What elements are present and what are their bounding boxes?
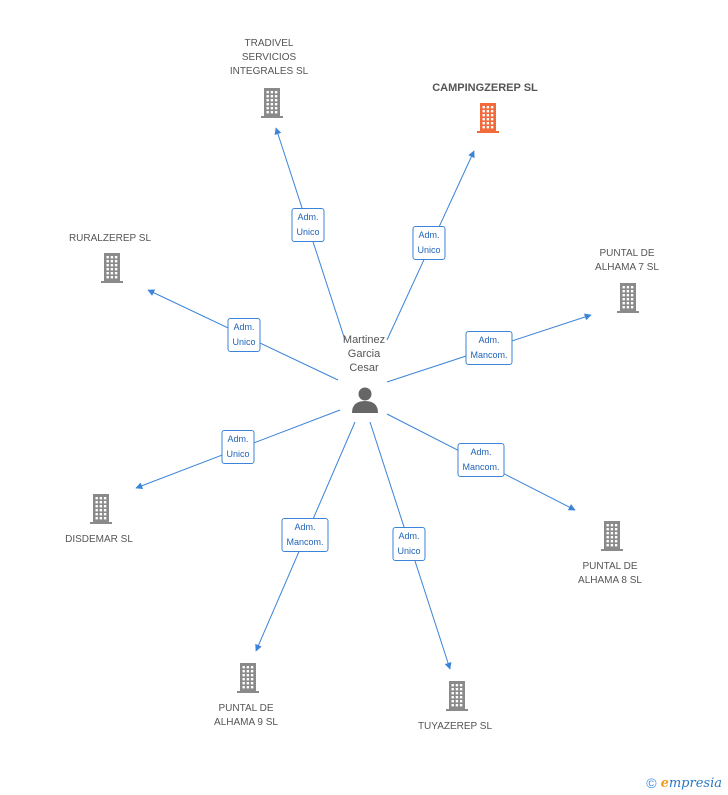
- building-icon[interactable]: [601, 521, 623, 551]
- role-badge-campingzerep: Adm. Unico: [412, 226, 446, 260]
- icons: [90, 88, 639, 711]
- role-badge-disdemar: Adm. Unico: [221, 430, 255, 464]
- company-label-tradivel[interactable]: TRADIVEL SERVICIOS INTEGRALES SL: [229, 38, 309, 77]
- company-label-puntal7[interactable]: PUNTAL DE ALHAMA 7 SL: [595, 248, 659, 273]
- company-label-tuyazerep[interactable]: TUYAZEREP SL: [417, 721, 493, 732]
- role-badge-puntal7: Adm. Mancom.: [465, 331, 513, 365]
- company-label-puntal9[interactable]: PUNTAL DE ALHAMA 9 SL: [214, 703, 278, 728]
- role-badge-puntal8: Adm. Mancom.: [457, 443, 505, 477]
- role-badge-ruralzerep: Adm. Unico: [227, 318, 261, 352]
- person-name[interactable]: Martinez Garcia Cesar: [342, 334, 386, 374]
- building-icon[interactable]: [261, 88, 283, 118]
- footer-brand: © empresia: [646, 775, 722, 791]
- building-icon[interactable]: [237, 663, 259, 693]
- role-badge-tuyazerep: Adm. Unico: [392, 527, 426, 561]
- building-icon[interactable]: [617, 283, 639, 313]
- person-icon[interactable]: [352, 387, 378, 414]
- company-label-campingzerep[interactable]: CAMPINGZEREP SL: [432, 82, 538, 94]
- brand-logo: empresia: [660, 775, 722, 791]
- building-icon[interactable]: [90, 494, 112, 524]
- role-badge-puntal9: Adm. Mancom.: [281, 518, 329, 552]
- building-icon[interactable]: [101, 253, 123, 283]
- copyright-icon: ©: [646, 775, 657, 791]
- company-label-puntal8[interactable]: PUNTAL DE ALHAMA 8 SL: [578, 561, 642, 586]
- building-icon[interactable]: [477, 103, 499, 133]
- building-icon[interactable]: [446, 681, 468, 711]
- company-label-disdemar[interactable]: DISDEMAR SL: [65, 534, 133, 545]
- role-badge-tradivel: Adm. Unico: [291, 208, 325, 242]
- company-label-ruralzerep[interactable]: RURALZEREP SL: [68, 233, 152, 244]
